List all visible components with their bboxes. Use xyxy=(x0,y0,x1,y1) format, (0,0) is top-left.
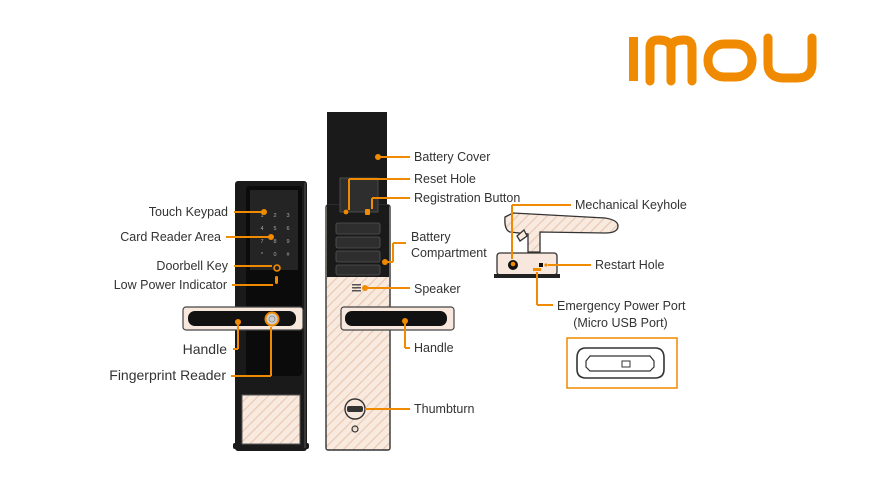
fingerprint-reader xyxy=(264,311,280,327)
keypad-key: 7 xyxy=(260,239,263,245)
touch-keypad: 1 2 3 4 5 6 7 8 9 * 0 # xyxy=(260,213,290,258)
registration-button xyxy=(365,209,370,215)
keypad-key: 8 xyxy=(273,239,276,245)
label-handle-back: Handle xyxy=(414,341,454,355)
doorbell-key xyxy=(273,264,281,272)
keypad-key: 5 xyxy=(273,226,276,232)
battery-slots xyxy=(335,222,381,276)
label-micro-usb-port: (Micro USB Port) xyxy=(573,316,668,330)
leader-lines xyxy=(226,154,591,410)
label-speaker: Speaker xyxy=(414,282,461,296)
keypad-key: 2 xyxy=(273,213,276,219)
keypad-key: # xyxy=(286,252,290,258)
reset-hole xyxy=(343,209,349,215)
keypad-key: * xyxy=(261,252,264,258)
label-thumbturn: Thumbturn xyxy=(414,402,475,416)
keypad-key: 3 xyxy=(286,213,289,219)
label-card-reader-area: Card Reader Area xyxy=(120,230,221,244)
label-handle-front: Handle xyxy=(182,341,227,357)
mechanical-keyhole xyxy=(508,260,518,270)
speaker xyxy=(352,284,361,292)
restart-hole xyxy=(539,263,548,267)
low-power-indicator xyxy=(275,276,278,284)
emergency-power-port xyxy=(533,268,541,271)
label-touch-keypad: Touch Keypad xyxy=(148,205,228,219)
label-battery-compartment-2: Compartment xyxy=(411,246,487,260)
label-fingerprint-reader: Fingerprint Reader xyxy=(109,367,226,383)
keypad-key: 1 xyxy=(260,213,263,219)
keypad-key: 0 xyxy=(273,252,276,258)
keypad-key: 6 xyxy=(286,226,289,232)
imou-logo xyxy=(629,33,817,86)
label-doorbell-key: Doorbell Key xyxy=(156,259,228,273)
label-registration-button: Registration Button xyxy=(414,191,521,205)
label-reset-hole: Reset Hole xyxy=(414,172,476,186)
thumbturn xyxy=(344,398,366,433)
front-handle xyxy=(182,306,304,331)
back-handle xyxy=(340,306,455,331)
label-restart-hole: Restart Hole xyxy=(595,258,665,272)
label-battery-compartment-1: Battery xyxy=(411,230,451,244)
label-battery-cover: Battery Cover xyxy=(414,150,491,164)
label-emergency-power-port: Emergency Power Port xyxy=(557,299,686,313)
label-low-power-indicator: Low Power Indicator xyxy=(113,278,227,292)
keypad-key: 4 xyxy=(260,226,263,232)
micro-usb-port-detail xyxy=(566,337,678,389)
keypad-key: 9 xyxy=(286,239,289,245)
label-mechanical-keyhole: Mechanical Keyhole xyxy=(575,198,687,212)
